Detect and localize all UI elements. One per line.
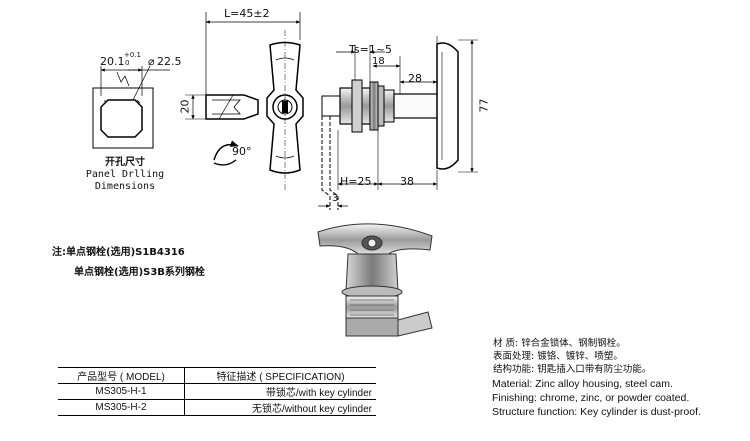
label-28: 28 <box>408 72 422 85</box>
cutout-caption-en2: Dimensions <box>94 181 156 192</box>
spec-en-block: Material: Zinc alloy housing, steel cam.… <box>492 377 701 419</box>
diameter-icon: ⌀ <box>148 55 155 68</box>
product-photo <box>317 223 433 337</box>
spec-zh-finishing: 表面处理: 镀铬、镀锌、喷塑。 <box>493 351 623 362</box>
note-line-1: 注:单点钢栓(选用)S1B4316 <box>52 247 185 258</box>
panel-cutout-view <box>92 65 170 149</box>
table-row: MS305-H-2 无锁芯/without key cylinder <box>58 399 376 416</box>
model-table-header: 产品型号 ( MODEL) 特征描述 ( SPECIFICATION) <box>58 367 376 384</box>
label-38: 38 <box>400 175 414 188</box>
cutout-caption-zh: 开孔尺寸 <box>105 157 145 168</box>
cutout-caption: 开孔尺寸 Panel Drlling Dimensions <box>70 157 180 193</box>
table-row: MS305-H-1 带锁芯/with key cylinder <box>58 383 376 400</box>
label-panel-tol-lower: 0 <box>125 59 130 67</box>
spec-en-material: Material: Zinc alloy housing, steel cam. <box>492 378 673 390</box>
spec-zh-block: 材 质: 锌合金锁体、钢制钢栓。 表面处理: 镀铬、镀锌、喷塑。 结构功能: 钥… <box>493 337 651 376</box>
spec-zh-material: 材 质: 锌合金锁体、钢制钢栓。 <box>493 338 626 349</box>
model-cell: MS305-H-1 <box>58 383 185 400</box>
note-line-2: 单点钢栓(选用)S3B系列钢栓 <box>74 267 205 278</box>
label-panel-width: 20.1 <box>100 55 125 68</box>
label-L: L=45±2 <box>224 7 270 20</box>
label-diameter: 22.5 <box>157 55 182 68</box>
spec-cell: 无锁芯/without key cylinder <box>184 399 376 416</box>
label-77: 77 <box>477 98 491 113</box>
label-rotation: 90° <box>232 145 252 158</box>
section-view <box>318 36 478 210</box>
cutout-caption-en1: Panel Drlling <box>85 169 165 180</box>
spec-en-finishing: Finishing: chrome, zinc, or powder coate… <box>492 392 690 404</box>
label-18: 18 <box>372 56 385 67</box>
spec-zh-structure: 结构功能: 钥匙插入口带有防尘功能。 <box>493 364 652 375</box>
label-panel-tol-upper: +0.1 <box>124 51 141 59</box>
model-table: 产品型号 ( MODEL) 特征描述 ( SPECIFICATION) MS30… <box>58 367 376 416</box>
header-spec: 特征描述 ( SPECIFICATION) <box>184 367 376 384</box>
side-view-handle <box>185 12 304 190</box>
spec-en-structure: Structure function: Key cylinder is dust… <box>492 406 701 418</box>
label-3: 3 <box>332 193 339 204</box>
label-height-20: 20 <box>178 99 192 114</box>
header-model: 产品型号 ( MODEL) <box>58 367 185 384</box>
label-H: H=25 <box>340 175 372 188</box>
spec-cell: 带锁芯/with key cylinder <box>184 383 376 400</box>
model-cell: MS305-H-2 <box>58 399 185 416</box>
label-Ts: Ts=1~5 <box>349 43 393 56</box>
